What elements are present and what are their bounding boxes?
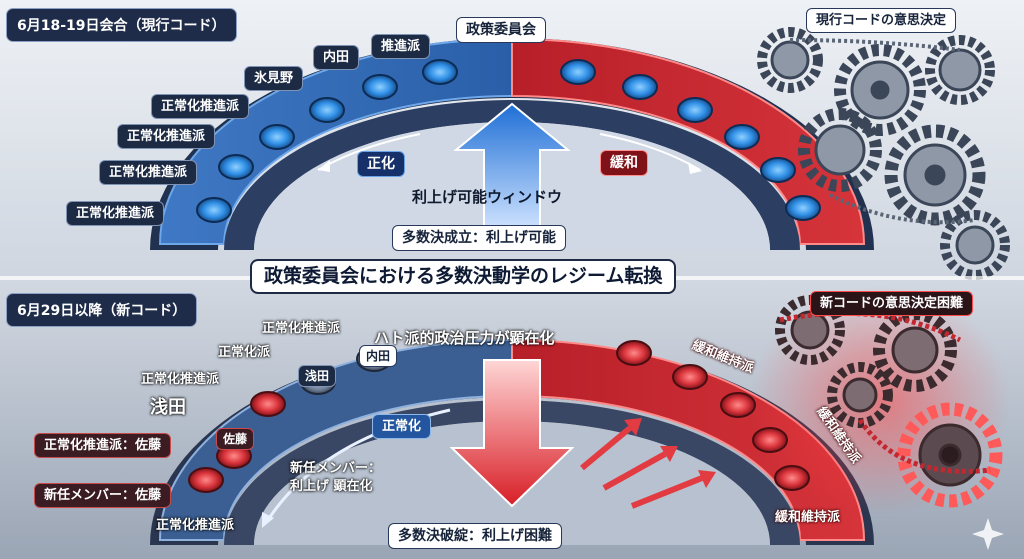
left-label-1: 内田 [313,45,360,70]
pressure-arrows [580,418,716,509]
vote-button[interactable] [196,197,232,223]
vote-button[interactable] [422,59,458,85]
bottom-gear-label: 新コードの意思決定困難 [810,291,974,316]
vote-button[interactable] [250,391,286,417]
top-buttons-left [196,59,458,223]
asada-button-label: 浅田 [298,365,337,387]
bottom-arc-red [511,338,866,541]
vote-button[interactable] [672,364,708,390]
bottom-left-label-1: 正常化派 [218,345,271,360]
left-label-0: 推進派 [371,34,431,59]
arc-label-left: 正化 [357,151,405,177]
vote-button[interactable] [774,465,810,491]
left-label-4: 正常化推進派 [117,124,216,149]
vote-button[interactable] [785,195,821,221]
right-label-2: 緩和維持派 [775,510,841,525]
pressure-text: ハト派的政治圧力が顕在化 [374,329,555,347]
new-member-text: 新任メンバー： 利上げ 顕在化 [290,461,382,494]
sparkle-icon [972,518,1004,550]
arrowhead [262,512,274,528]
left-tag-0: 正常化推進派：佐藤 [34,433,172,458]
vote-button[interactable] [724,124,760,150]
vote-button[interactable] [760,157,796,183]
bottom-left-label-2: 正常化推進派 [141,372,220,387]
bottom-section-label: 6月29日以降（新コード） [6,293,198,327]
vote-button[interactable] [616,340,652,366]
left-label-6: 正常化推進派 [66,201,165,226]
down-arrow [449,359,575,508]
vote-button[interactable] [677,97,713,123]
bottom-majority-text: 多数決破綻：利上げ困難 [388,523,562,549]
asada-large-label: 浅田 [150,397,186,418]
bottom-buttons-right [616,340,810,491]
top-gears [757,27,1010,280]
vote-button[interactable] [752,427,788,453]
arrowhead [688,162,702,174]
vote-button[interactable] [720,392,756,418]
main-title: 政策委員会における多数決動学のレジーム転換 [250,259,677,294]
vote-button[interactable] [309,97,345,123]
arrowhead [318,160,330,172]
top-majority-text: 多数決成立：利上げ可能 [392,225,566,251]
bottom-arc-label: 正常化 [372,414,432,439]
vote-button[interactable] [188,467,224,493]
arc-label-right: 緩和 [600,150,648,176]
top-gear-label: 現行コードの意思決定 [806,8,957,33]
committee-label: 政策委員会 [456,17,546,43]
bottom-gears [775,295,1003,508]
bottom-left-label-0: 正常化推進派 [262,321,341,336]
bottom-left-bottom-label: 正常化推進派 [156,518,235,533]
top-arc-red [511,37,866,245]
left-tag-1: 新任メンバー：佐藤 [34,483,172,508]
vote-button[interactable] [560,59,596,85]
left-label-5: 正常化推進派 [99,160,198,185]
left-label-2: 氷見野 [244,66,304,91]
top-section-label: 6月18-19日会合（現行コード） [6,8,237,42]
top-buttons-right [560,59,821,221]
uchida-button-label: 内田 [359,345,398,367]
vote-button[interactable] [622,74,658,100]
rate-hike-window-text: 利上げ可能ウィンドウ [412,188,563,206]
left-label-3: 正常化推進派 [151,94,250,119]
vote-button[interactable] [218,154,254,180]
vote-button[interactable] [362,74,398,100]
sato-button-label: 佐藤 [216,428,255,450]
vote-button[interactable] [259,124,295,150]
